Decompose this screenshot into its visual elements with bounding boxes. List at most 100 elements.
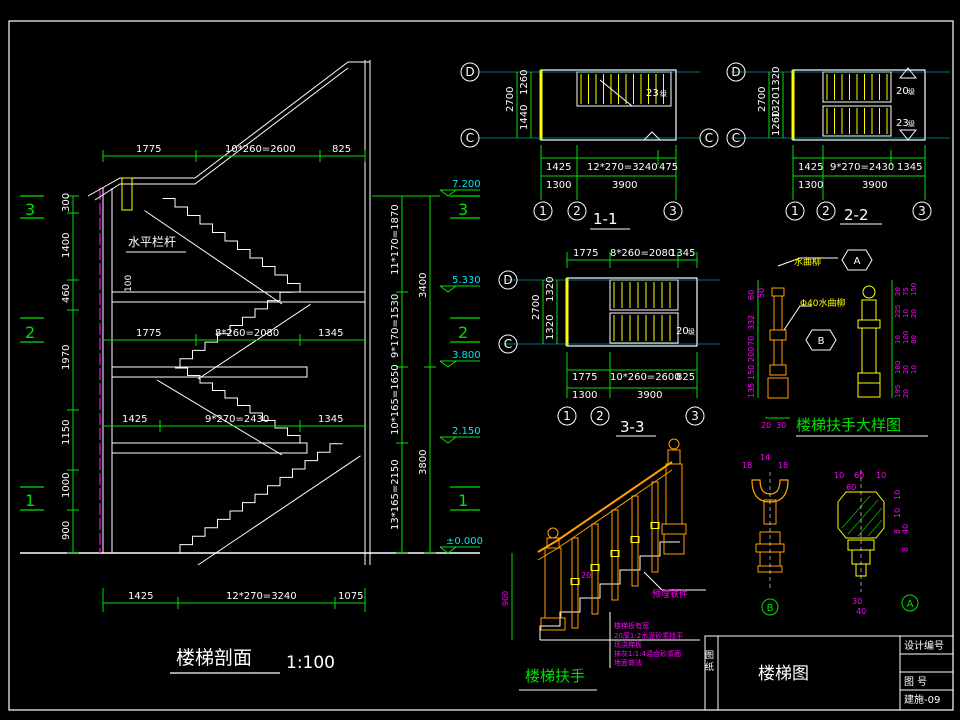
- note-0: 楼梯板有宽: [614, 621, 649, 630]
- note-4: 地面做法: [614, 658, 642, 667]
- detail-ldim-0: 60: [747, 290, 756, 300]
- detail-bdim-0: 20: [761, 421, 771, 430]
- detail-ldim-6: 50: [757, 288, 766, 298]
- dim-upper-1: 8*260=2080: [215, 328, 279, 339]
- plan-1-1: 2700 1260 1440 1425 12*270=3240 475 1300…: [460, 62, 719, 230]
- detail-rdim-12: 195: [894, 385, 902, 398]
- plan2-vdim-1: 1320: [771, 67, 782, 92]
- flight-soffit-2: [197, 303, 311, 380]
- plan2-axis-1-label: 1: [791, 204, 799, 218]
- vdim-left-5: 1000: [61, 473, 72, 498]
- detail-ldim-1: 332: [747, 315, 756, 330]
- plan1-tag-unit: 级: [660, 89, 667, 98]
- plan1-axis-c-label: C: [466, 131, 474, 145]
- handrail-post-dim: 20: [581, 571, 591, 580]
- plan-3-3: 1775 8*260=2080 1345 2700 1320 1320 1775…: [498, 248, 720, 437]
- plan1-dim-texts: 2700 1260 1440 1425 12*270=3240 475 1300…: [505, 70, 678, 191]
- tb-drawing-no: 建施-09: [904, 693, 940, 706]
- detail-rdim-9: 180: [894, 361, 902, 374]
- section-dim-texts: 1775 10*260=2600 825 1775 8*260=2080 134…: [122, 144, 363, 602]
- leader-embed-label: 预埋铁件: [652, 588, 688, 600]
- plan1-dim-bot-0: 1300: [546, 180, 571, 191]
- plan3-treads: [613, 282, 671, 341]
- section-b-bubble-label: B: [767, 603, 774, 614]
- section-b-dim-0: 18: [742, 461, 752, 470]
- plan3-flight-upper: [609, 279, 679, 311]
- plan1-bubble-2: [567, 201, 587, 221]
- detail-ldim-5: 135: [747, 383, 756, 398]
- plan2-vdim-3: 1260: [771, 111, 782, 136]
- dim-lower-1: 9*270=2430: [205, 414, 269, 425]
- plan3-axis-1-label: 1: [563, 409, 571, 423]
- plan1-dim-top-1: 12*270=3240: [587, 162, 658, 173]
- section-a-bubble: [901, 594, 919, 612]
- vdim-right-0: 11*170=1870: [390, 204, 401, 275]
- dim-upper-2: 1345: [318, 328, 343, 339]
- plan2-bubble-1: [785, 201, 805, 221]
- dim-bottom-0: 1425: [128, 591, 153, 602]
- section-b-profile: [751, 479, 789, 503]
- section-a-dim-8: 8: [893, 529, 902, 534]
- baluster: [631, 495, 639, 587]
- vdim-left-1: 1400: [61, 233, 72, 258]
- plan3-dim-top-1: 8*260=2080: [610, 248, 674, 259]
- section-title: 楼梯剖面: [176, 647, 252, 669]
- rail-section-details: 18 14 18 B 10 60 10 60 30 40 10 10 8 40: [742, 453, 919, 616]
- section-b-dim-1: 14: [760, 453, 770, 462]
- tb-drawing-title: 楼梯图: [758, 664, 809, 684]
- baluster-knot: [590, 564, 600, 571]
- section-vdim-texts: 300 1400 460 1970 1150 1000 900 11*170=1…: [61, 193, 429, 540]
- vdim-total-1: 3800: [418, 450, 429, 475]
- title-block-frame: [704, 635, 954, 711]
- baluster-knot: [650, 522, 660, 529]
- plan2-tag-b-unit: 级: [908, 119, 915, 128]
- plan3-dim-bot2-1: 3900: [637, 390, 662, 401]
- slab-3: [111, 291, 366, 303]
- elev-3800: 3.800: [452, 350, 481, 361]
- plan3-dim-texts: 1775 8*260=2080 1345 2700 1320 1320 1775…: [531, 248, 695, 401]
- vdim-right-2: 10*165=1650: [390, 364, 401, 435]
- handrail-step-profile: [539, 541, 680, 640]
- plan1-vdim-0: 2700: [505, 87, 516, 112]
- plan2-tag-a: 20: [896, 86, 909, 97]
- flight-soffit-3: [144, 210, 283, 305]
- section-b-bubble: [761, 598, 779, 616]
- plan2-tag-a-unit: 级: [908, 87, 915, 96]
- plan1-treads: [580, 74, 664, 104]
- baluster: [651, 481, 659, 573]
- level-marks: [20, 195, 480, 511]
- plan3-bubble-1: [557, 406, 577, 426]
- handrail-newel: [540, 438, 687, 631]
- section-a-dim-0: 10: [834, 471, 844, 480]
- dim-top-0: 1775: [136, 144, 161, 155]
- plan2-bubble-3: [912, 201, 932, 221]
- level-label-3-left: 3: [25, 200, 35, 219]
- elev-2150: 2.150: [452, 426, 481, 437]
- plan1-arrow: [642, 131, 662, 141]
- detail-rdim-11: 10: [910, 365, 918, 374]
- dim-bottom-1: 12*270=3240: [226, 591, 297, 602]
- plan3-axis-2-label: 2: [596, 409, 604, 423]
- handrail-notes: 楼梯板有宽 20厚1:2水泥砂浆找平 现浇梯板 抹灰1:1:4混合砂浆面 地面做…: [614, 621, 683, 667]
- plan2-dim-bot-1: 3900: [862, 180, 887, 191]
- detail-bubble-b: [805, 329, 837, 351]
- plan2-axis-d-label: D: [731, 65, 740, 79]
- plan2-dim-top-2: 1345: [897, 162, 922, 173]
- plan2-axis-3-label: 3: [918, 204, 926, 218]
- plan2-axis-2-label: 2: [822, 204, 830, 218]
- plan2-dim-top-1: 9*270=2430: [830, 162, 894, 173]
- note-3: 抹灰1:1:4混合砂浆面: [614, 649, 681, 658]
- rail-height: 100: [124, 275, 134, 292]
- plan2-vdim-0: 2700: [757, 87, 768, 112]
- plan3-axis-d-label: D: [503, 273, 512, 287]
- section-a-dim-7: 10: [893, 508, 902, 518]
- plan1-tag: 23: [646, 88, 659, 99]
- drawing-frame: [8, 20, 954, 711]
- plan2-flight-lower: [822, 105, 892, 137]
- detail-rdim-2: 150: [910, 283, 918, 296]
- vdim-right-1: 9*170=1530: [390, 294, 401, 358]
- vdim-left-4: 1150: [61, 420, 72, 445]
- detail-dim-lines: [757, 280, 893, 419]
- section-a-hatch: [841, 495, 883, 537]
- flight-soffit-0: [197, 455, 361, 566]
